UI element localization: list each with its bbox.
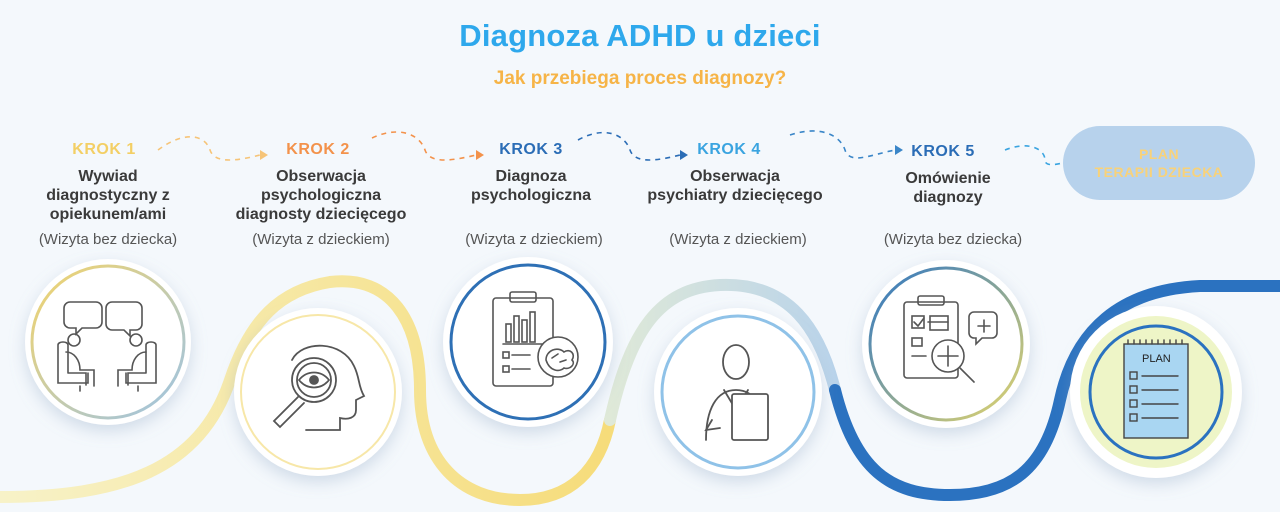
step-3-name: Diagnoza psychologiczna: [470, 168, 592, 204]
arrow-2-3: [371, 131, 477, 161]
clipboard-chart-brain-icon: [492, 291, 579, 387]
step-4-note: (Wizyta z dzieckiem): [669, 231, 807, 248]
magnifier-eye-head-icon: [272, 344, 366, 431]
step-2-note: (Wizyta z dzieckiem): [252, 231, 390, 248]
step-4-name: Obserwacja psychiatry dziecięcego: [647, 168, 823, 204]
plan-line-1: PLAN: [1138, 146, 1180, 162]
page-subtitle: Jak przebiega proces diagnozy?: [493, 68, 787, 89]
plan-icon-text: PLAN: [1142, 353, 1171, 365]
step-circle-4: [654, 308, 822, 476]
step-4-label: KROK 4: [697, 141, 761, 158]
page-title: Diagnoza ADHD u dzieci: [459, 18, 821, 53]
plan-document-icon: PLAN: [1123, 339, 1189, 439]
step-2-name: Obserwacja psychologiczna diagnosty dzie…: [235, 168, 407, 223]
arrow-1-2: [157, 136, 261, 161]
step-circle-1: [25, 259, 191, 425]
plan-line-2: TERAPII DZIECKA: [1094, 164, 1224, 180]
step-3-note: (Wizyta z dzieckiem): [465, 231, 603, 248]
path-segment-lightblue: [604, 278, 841, 426]
step-circle-2: [234, 308, 402, 476]
path-segment-yellow: [0, 275, 616, 507]
doctor-icon: [704, 344, 769, 441]
step-circle-3: [443, 257, 613, 427]
step-5-note: (Wizyta bez dziecka): [883, 231, 1023, 248]
consultation-chairs-icon: [57, 301, 157, 392]
step-5-name: Omówienie diagnozy: [905, 170, 991, 206]
step-1-name: Wywiad diagnostyczny z opiekunem/ami: [46, 168, 170, 223]
arrow-4-5: [789, 130, 896, 159]
clipboard-magnifier-medical-icon: [903, 295, 998, 383]
path-segment-darkblue: [829, 280, 1280, 502]
step-1-note: (Wizyta bez dziecka): [38, 231, 178, 248]
plan-pill: PLAN TERAPII DZIECKA: [1063, 126, 1255, 200]
arrow-3-4: [577, 131, 681, 161]
step-5-label: KROK 5: [911, 143, 975, 160]
step-1-label: KROK 1: [72, 141, 136, 158]
step-2-label: KROK 2: [286, 141, 350, 158]
step-3-label: KROK 3: [499, 141, 563, 158]
